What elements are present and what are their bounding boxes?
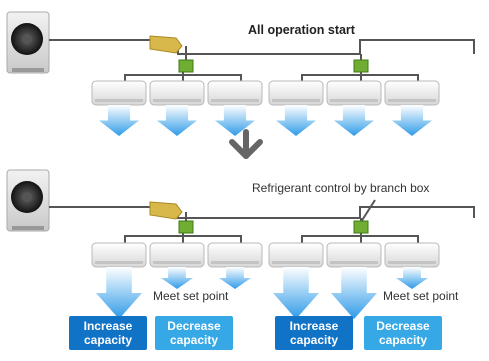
- pipe-network-top: [49, 39, 475, 81]
- airflow-arrow-icon: [273, 267, 319, 319]
- airflow-arrow-icon: [219, 267, 251, 289]
- refrigerant-control-label: Refrigerant control by branch box: [252, 181, 430, 195]
- branch-box-top-left: [178, 59, 194, 73]
- decrease-capacity-box: Decrease capacity: [364, 316, 442, 350]
- box-line1: Decrease: [376, 319, 430, 333]
- indoor-unit: [149, 242, 205, 289]
- indoor-unit: [384, 242, 440, 289]
- pipe-network-bottom: [49, 199, 475, 243]
- indoor-unit: [326, 242, 382, 319]
- meet-set-point-right-label: Meet set point: [383, 289, 459, 303]
- branch-kit-top: [149, 35, 183, 54]
- airflow-arrow-icon: [392, 105, 432, 136]
- indoor-unit: [326, 80, 382, 136]
- branch-kit-bottom: [149, 201, 183, 220]
- meet-set-point-left-label: Meet set point: [153, 289, 229, 303]
- airflow-arrow-icon: [334, 105, 374, 136]
- indoor-unit: [384, 80, 440, 136]
- box-line1: Decrease: [167, 319, 221, 333]
- indoor-unit: [268, 80, 324, 136]
- airflow-arrow-icon: [331, 267, 377, 319]
- increase-capacity-box: Increase capacity: [69, 316, 147, 350]
- indoor-unit: [91, 242, 147, 319]
- airflow-arrow-icon: [276, 105, 316, 136]
- airflow-arrow-icon: [96, 267, 142, 319]
- airflow-arrow-icon: [161, 267, 193, 289]
- decrease-capacity-box: Decrease capacity: [155, 316, 233, 350]
- outdoor-unit-bottom: [6, 169, 50, 232]
- box-line2: capacity: [169, 333, 219, 347]
- airflow-arrow-icon: [396, 267, 428, 289]
- indoor-units-top: [91, 80, 440, 136]
- box-line1: Increase: [83, 319, 133, 333]
- branch-box-bottom-right: [353, 220, 369, 234]
- indoor-unit: [91, 80, 147, 136]
- outdoor-unit-top: [6, 11, 50, 74]
- airflow-arrow-icon: [215, 105, 255, 136]
- box-line2: capacity: [289, 333, 339, 347]
- indoor-unit: [207, 80, 263, 136]
- increase-capacity-box: Increase capacity: [275, 316, 353, 350]
- branch-box-top-right: [353, 59, 369, 73]
- all-operation-start-label: All operation start: [248, 23, 355, 37]
- indoor-unit: [149, 80, 205, 136]
- airflow-arrow-icon: [99, 105, 139, 136]
- box-line1: Increase: [289, 319, 339, 333]
- indoor-units-bottom: [91, 242, 440, 319]
- box-line2: capacity: [83, 333, 133, 347]
- branch-box-bottom-left: [178, 220, 194, 234]
- box-line2: capacity: [378, 333, 428, 347]
- indoor-unit: [207, 242, 263, 289]
- indoor-unit: [268, 242, 324, 319]
- airflow-arrow-icon: [157, 105, 197, 136]
